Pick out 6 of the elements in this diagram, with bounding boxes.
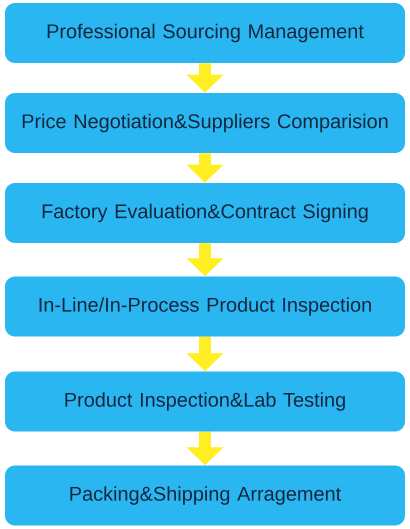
process-box: Packing&Shipping Arragement [5, 466, 405, 526]
process-box: Price Negotiation&Suppliers Comparision [5, 93, 405, 153]
process-box: Professional Sourcing Management [5, 3, 405, 63]
process-box: In-Line/In-Process Product Inspection [5, 276, 405, 336]
process-box: Product Inspection&Lab Testing [5, 372, 405, 432]
process-box: Factory Evaluation&Contract Signing [5, 183, 405, 243]
